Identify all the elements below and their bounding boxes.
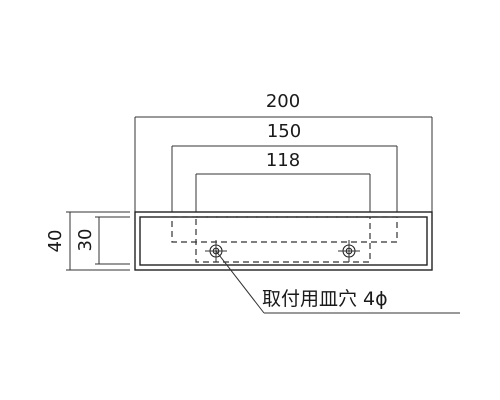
dimension-118: 118 xyxy=(195,150,371,212)
handle-outer-outline xyxy=(134,211,433,271)
dimension-30: 30 xyxy=(75,216,130,265)
hole-annotation: 取付用皿穴 4ϕ xyxy=(215,250,460,314)
dimension-label-40: 40 xyxy=(45,230,66,253)
dimension-150: 150 xyxy=(171,121,398,212)
handle-inner-outline xyxy=(139,216,428,266)
handle-front-view xyxy=(134,211,433,271)
dimension-label-200: 200 xyxy=(266,91,300,112)
dimension-40: 40 xyxy=(45,211,130,271)
hidden-line-118 xyxy=(195,216,371,263)
dimension-label-30: 30 xyxy=(75,229,96,252)
dimension-label-118: 118 xyxy=(266,150,300,171)
hole-annotation-label: 取付用皿穴 4ϕ xyxy=(262,288,388,310)
hidden-line-150 xyxy=(171,216,398,243)
leader-line xyxy=(215,250,265,314)
dimension-label-150: 150 xyxy=(267,121,301,142)
countersunk-hole-right xyxy=(338,240,360,262)
dimension-200: 200 xyxy=(134,91,433,212)
